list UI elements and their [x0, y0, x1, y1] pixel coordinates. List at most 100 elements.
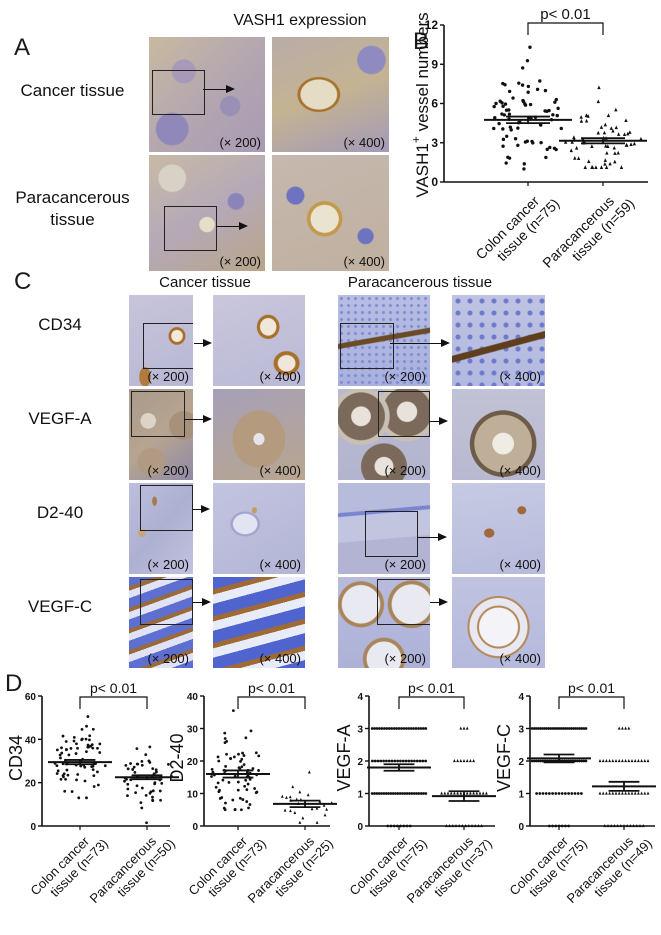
panel-label-c: C — [14, 268, 32, 295]
y-axis-label: VEGF-A — [334, 724, 354, 791]
panel-c-col-title-cancer: Cancer tissue — [159, 274, 251, 291]
zoom-region-box — [140, 485, 193, 531]
data-points-cancer — [492, 45, 563, 171]
p-value-annotation: p< 0.01 — [540, 6, 590, 23]
panel-label-b: B — [413, 28, 430, 55]
zoom-region-box — [131, 391, 185, 437]
micrograph-a-cancer-200x: (× 200) — [149, 37, 265, 152]
data-points-cancer — [530, 727, 588, 828]
p-value-annotation: p< 0.01 — [568, 680, 615, 696]
panel-c-row-label-d2-40: D2-40 — [36, 503, 84, 522]
panel-c-row-label-cd34: CD34 — [38, 315, 82, 334]
panel-c-row-label-vegf-c: VEGF-C — [27, 597, 93, 616]
p-value-annotation: p< 0.01 — [90, 680, 137, 696]
zoom-region-box — [140, 579, 193, 625]
data-points-paracancerous — [280, 770, 334, 824]
data-points-paracancerous — [598, 726, 650, 828]
y-tick-label: 20 — [187, 757, 199, 768]
zoom-region-box — [340, 323, 394, 369]
zoom-arrow — [193, 598, 211, 606]
p-value-annotation: p< 0.01 — [408, 680, 455, 696]
micrograph-c-vegf-a-paracancerous-400x: (× 400) — [452, 389, 545, 480]
panel-label-a: A — [14, 34, 31, 61]
panel-a-row-label-cancer: Cancer tissue — [20, 81, 125, 100]
data-points-cancer — [370, 727, 428, 828]
y-tick-label: 20 — [25, 779, 37, 790]
zoom-arrow — [390, 339, 450, 347]
micrograph-c-cd34-cancer-200x: (× 200) — [129, 295, 193, 386]
y-tick-label: 60 — [25, 692, 37, 703]
data-points-cancer — [53, 715, 107, 800]
panel-a-row-label-paracancerous: Paracancerous tissue — [15, 188, 130, 229]
micrograph-c-cd34-cancer-400x: (× 400) — [213, 295, 305, 386]
y-tick-label: 40 — [187, 692, 199, 703]
y-tick-label: 12 — [425, 18, 439, 32]
significance-bracket — [558, 696, 625, 709]
zoom-arrow — [184, 415, 212, 423]
micrograph-a-paracancerous-200x: (× 200) — [149, 155, 265, 271]
panel-c-row-label-vegf-a: VEGF-A — [28, 409, 92, 428]
y-tick-label: 4 — [357, 692, 363, 703]
micrograph-c-vegf-a-cancer-200x: (× 200) — [129, 389, 193, 480]
y-tick-label: 0 — [357, 822, 363, 833]
data-points-cancer — [210, 709, 261, 812]
micrograph-a-cancer-400x: (× 400) — [272, 37, 389, 152]
zoom-region-box — [152, 70, 205, 115]
y-tick-label: 6 — [431, 97, 438, 111]
micrograph-c-vegf-c-cancer-200x: (× 200) — [129, 577, 193, 668]
zoom-region-box — [164, 206, 217, 251]
y-tick-label: 0 — [30, 822, 36, 833]
micrograph-c-cd34-paracancerous-400x: (× 400) — [452, 295, 545, 386]
micrograph-c-vegf-c-paracancerous-400x: (× 400) — [452, 577, 545, 668]
significance-bracket — [527, 22, 604, 35]
data-points-paracancerous — [440, 726, 488, 828]
significance-bracket — [398, 696, 465, 709]
micrograph-a-paracancerous-400x: (× 400) — [272, 155, 389, 271]
zoom-arrow — [192, 505, 210, 513]
zoom-region-box — [378, 391, 430, 437]
significance-bracket — [237, 696, 306, 709]
micrograph-c-vegf-c-cancer-400x: (× 400) — [213, 577, 305, 668]
y-tick-label: 2 — [518, 757, 524, 768]
y-tick-label: 0 — [431, 175, 438, 189]
p-value-annotation: p< 0.01 — [248, 680, 295, 696]
zoom-arrow — [429, 417, 448, 425]
micrograph-c-vegf-a-cancer-400x: (× 400) — [213, 389, 305, 480]
micrograph-c-d2-40-cancer-400x: (× 400) — [213, 483, 305, 574]
micrograph-c-vegf-a-paracancerous-200x: (× 200) — [338, 389, 430, 480]
data-points-paracancerous — [123, 745, 174, 825]
zoom-region-box — [143, 323, 193, 369]
data-points-paracancerous — [563, 85, 643, 169]
y-tick-label: 1 — [518, 790, 524, 801]
y-tick-label: 0 — [518, 822, 524, 833]
y-tick-label: 3 — [518, 725, 524, 736]
y-tick-label: 30 — [187, 725, 199, 736]
y-axis-label: CD34 — [6, 735, 26, 781]
zoom-arrow — [417, 533, 447, 541]
micrograph-c-cd34-paracancerous-200x: (× 200) — [338, 295, 430, 386]
zoom-arrow — [203, 85, 235, 93]
y-tick-label: 9 — [431, 57, 438, 71]
zoom-arrow — [194, 339, 212, 347]
y-tick-label: 3 — [357, 725, 363, 736]
y-tick-label: 1 — [357, 790, 363, 801]
y-tick-label: 2 — [357, 757, 363, 768]
y-tick-label: 40 — [25, 735, 37, 746]
zoom-region-box — [365, 511, 418, 557]
y-tick-label: 3 — [431, 136, 438, 150]
y-axis-label: D2-40 — [167, 733, 187, 782]
y-tick-label: 0 — [192, 822, 198, 833]
zoom-region-box — [377, 579, 430, 625]
y-tick-label: 4 — [518, 692, 524, 703]
panel-a-title: VASH1 expression — [233, 12, 367, 29]
significance-bracket — [79, 696, 148, 709]
micrograph-c-d2-40-paracancerous-400x: (× 400) — [452, 483, 545, 574]
y-axis-label: VEGF-C — [494, 724, 514, 792]
